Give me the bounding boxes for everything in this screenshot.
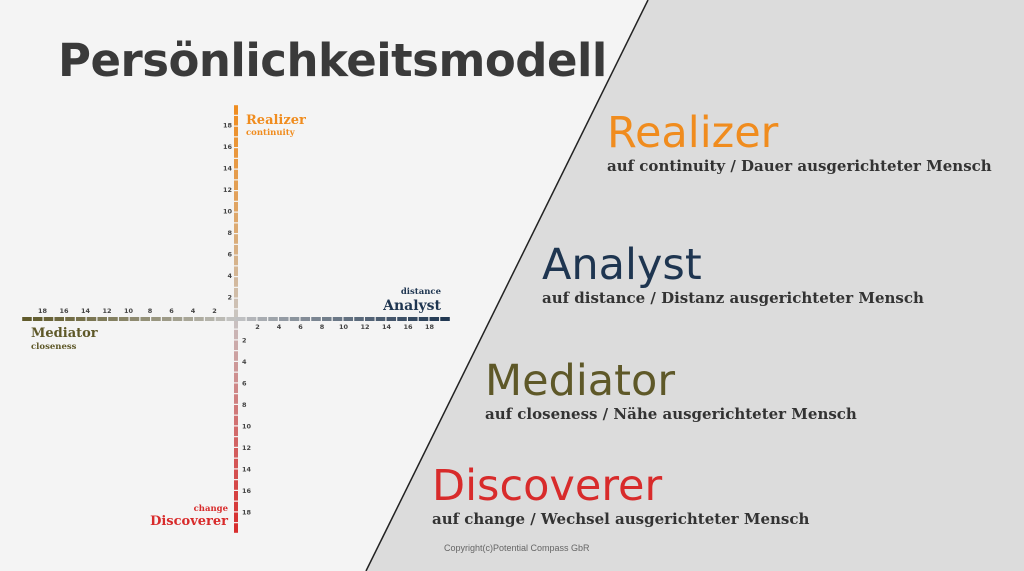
axis-sub-analyst: distance bbox=[401, 287, 442, 297]
tick-label-top: 2 bbox=[227, 294, 232, 302]
tick-label-right: 14 bbox=[382, 323, 392, 331]
copyright-text: Copyright(c)Potential Compass GbR bbox=[444, 543, 590, 553]
tick-label-right: 4 bbox=[277, 323, 282, 331]
tick-label-bottom: 6 bbox=[242, 380, 247, 388]
type-desc-mediator: auf closeness / Nähe ausgerichteter Mens… bbox=[485, 405, 857, 423]
tick-label-left: 14 bbox=[81, 307, 91, 315]
page-title: Persönlichkeitsmodell bbox=[58, 34, 607, 87]
tick-label-right: 10 bbox=[339, 323, 349, 331]
type-realizer: Realizer auf continuity / Dauer ausgeric… bbox=[607, 110, 992, 175]
tick-label-top: 18 bbox=[223, 122, 233, 130]
axis-name-realizer: Realizer bbox=[246, 113, 306, 128]
tick-label-left: 2 bbox=[212, 307, 217, 315]
tick-label-bottom: 10 bbox=[242, 423, 252, 431]
tick-label-right: 18 bbox=[425, 323, 435, 331]
type-desc-discoverer: auf change / Wechsel ausgerichteter Mens… bbox=[432, 510, 810, 528]
type-desc-realizer: auf continuity / Dauer ausgerichteter Me… bbox=[607, 157, 992, 175]
tick-label-top: 16 bbox=[223, 143, 233, 151]
tick-label-top: 6 bbox=[227, 251, 232, 259]
tick-label-left: 12 bbox=[102, 307, 111, 315]
tick-label-right: 6 bbox=[298, 323, 303, 331]
tick-label-bottom: 16 bbox=[242, 487, 252, 495]
tick-label-left: 18 bbox=[38, 307, 48, 315]
type-name-realizer: Realizer bbox=[607, 108, 779, 158]
tick-label-top: 14 bbox=[223, 165, 233, 173]
type-name-discoverer: Discoverer bbox=[432, 461, 663, 511]
tick-label-right: 2 bbox=[255, 323, 260, 331]
type-discoverer: Discoverer auf change / Wechsel ausgeric… bbox=[432, 463, 809, 528]
tick-label-left: 16 bbox=[59, 307, 69, 315]
type-analyst: Analyst auf distance / Distanz ausgerich… bbox=[542, 242, 924, 307]
tick-label-top: 4 bbox=[227, 272, 232, 280]
tick-label-bottom: 2 bbox=[242, 337, 247, 345]
tick-label-bottom: 18 bbox=[242, 509, 252, 517]
tick-label-left: 10 bbox=[124, 307, 134, 315]
diagonal-divider bbox=[365, 0, 649, 571]
type-mediator: Mediator auf closeness / Nähe ausgericht… bbox=[485, 358, 857, 423]
tick-label-right: 12 bbox=[360, 323, 369, 331]
tick-label-top: 10 bbox=[223, 208, 233, 216]
tick-label-left: 6 bbox=[169, 307, 174, 315]
right-grey-panel bbox=[366, 0, 1024, 571]
tick-label-right: 8 bbox=[320, 323, 325, 331]
axis-name-discoverer: Discoverer bbox=[150, 514, 228, 529]
tick-label-bottom: 4 bbox=[242, 358, 247, 366]
tick-label-bottom: 12 bbox=[242, 444, 251, 452]
tick-label-top: 12 bbox=[223, 186, 232, 194]
axis-name-analyst: Analyst bbox=[382, 298, 441, 314]
tick-label-left: 8 bbox=[148, 307, 153, 315]
tick-label-left: 4 bbox=[191, 307, 196, 315]
tick-label-bottom: 8 bbox=[242, 401, 247, 409]
type-name-mediator: Mediator bbox=[485, 356, 675, 406]
axis-sub-discoverer: change bbox=[194, 504, 229, 514]
type-name-analyst: Analyst bbox=[542, 240, 702, 290]
tick-label-bottom: 14 bbox=[242, 466, 252, 474]
type-desc-analyst: auf distance / Distanz ausgerichteter Me… bbox=[542, 289, 924, 307]
axis-sub-mediator: closeness bbox=[31, 342, 77, 352]
tick-label-top: 8 bbox=[227, 229, 232, 237]
axis-name-mediator: Mediator bbox=[31, 326, 98, 341]
axis-sub-realizer: continuity bbox=[246, 128, 296, 138]
tick-label-right: 16 bbox=[403, 323, 413, 331]
